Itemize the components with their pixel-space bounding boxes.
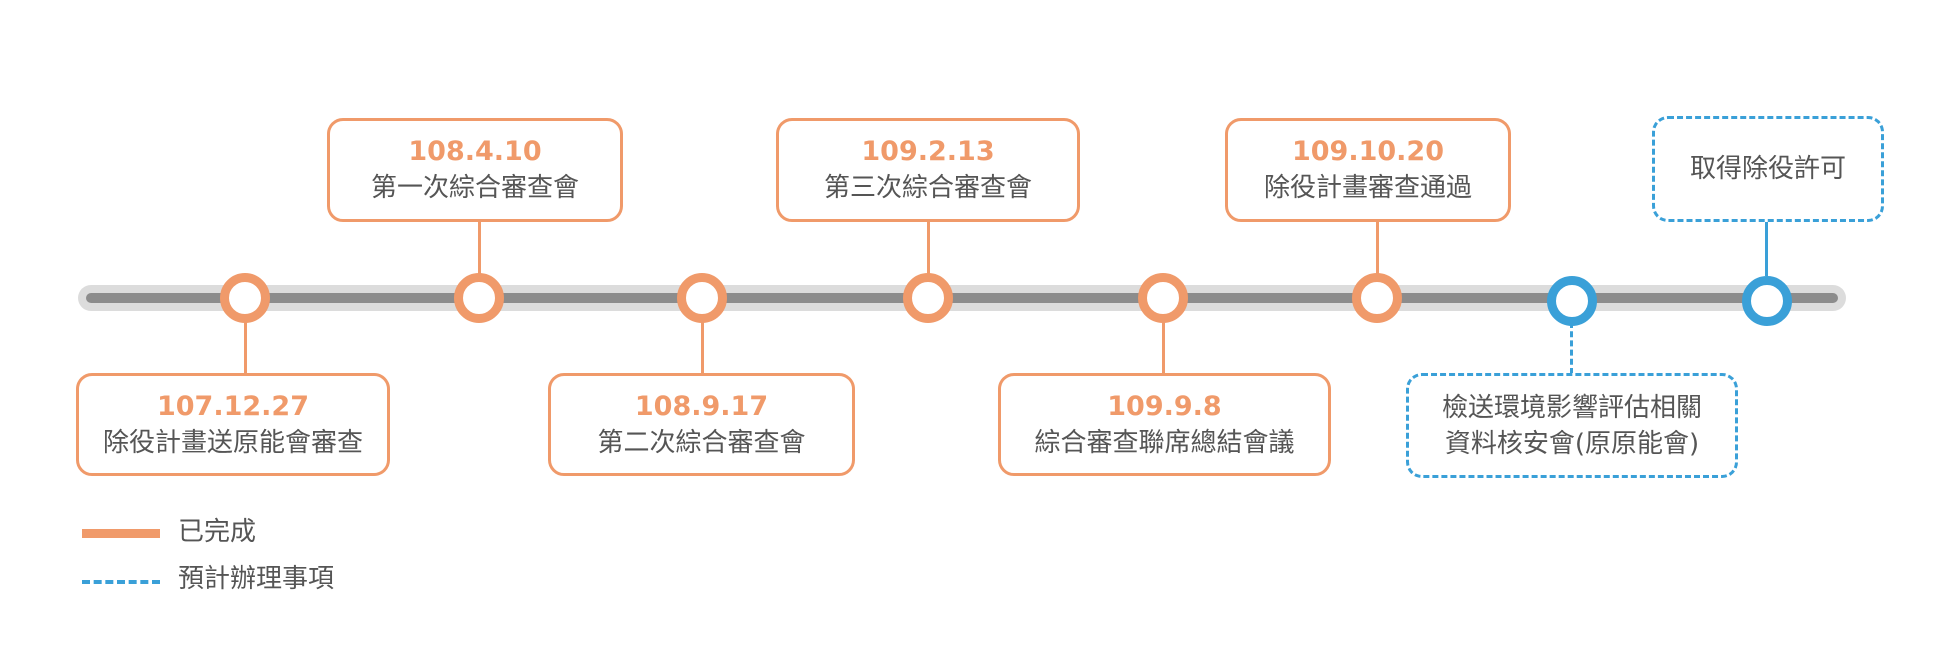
event-desc-4: 第三次綜合審查會	[823, 173, 1032, 203]
milestone-node-event-2	[454, 273, 504, 323]
event-date-2: 108.4.10	[408, 136, 542, 167]
event-card-5: 109.9.8 綜合審查聯席總結會議	[998, 373, 1331, 476]
event-desc-1: 除役計畫送原能會審查	[102, 427, 363, 458]
timeline-track	[86, 293, 1838, 303]
event-card-2: 108.4.10 第一次綜合審查會	[327, 118, 623, 222]
event-date-6: 109.10.20	[1291, 136, 1445, 167]
connector-event-3	[701, 322, 704, 374]
connector-planned-1	[1570, 322, 1573, 374]
connector-event-5	[1162, 322, 1165, 374]
event-desc-5: 綜合審查聯席總結會議	[1034, 427, 1295, 458]
connector-event-6	[1376, 220, 1379, 275]
event-card-3: 108.9.17 第二次綜合審查會	[548, 373, 855, 476]
milestone-node-event-4	[903, 273, 953, 323]
legend-label-planned: 預計辦理事項	[178, 564, 335, 594]
legend-swatch-planned	[82, 580, 160, 584]
planned-text-1a: 檢送環境影響評估相關	[1441, 392, 1702, 423]
milestone-node-event-3	[677, 273, 727, 323]
event-date-3: 108.9.17	[634, 390, 769, 422]
legend-label-done: 已完成	[178, 517, 257, 547]
connector-event-4	[927, 220, 930, 275]
event-desc-3: 第二次綜合審查會	[597, 427, 806, 458]
event-date-1: 107.12.27	[156, 390, 310, 422]
planned-text-1b: 資料核安會(原原能會)	[1444, 428, 1700, 459]
connector-event-1	[244, 322, 247, 374]
event-desc-2: 第一次綜合審查會	[370, 173, 579, 203]
event-card-6: 109.10.20 除役計畫審查通過	[1225, 118, 1511, 222]
event-date-4: 109.2.13	[861, 136, 995, 167]
event-card-1: 107.12.27 除役計畫送原能會審查	[76, 373, 390, 476]
legend-swatch-done	[82, 529, 160, 538]
planned-text-2: 取得除役許可	[1689, 154, 1846, 184]
planned-card-1: 檢送環境影響評估相關 資料核安會(原原能會)	[1406, 373, 1738, 478]
milestone-node-event-5	[1138, 273, 1188, 323]
connector-event-2	[478, 220, 481, 275]
milestone-node-planned-2	[1742, 276, 1792, 326]
milestone-node-event-1	[220, 273, 270, 323]
milestone-node-event-6	[1352, 273, 1402, 323]
connector-planned-2	[1765, 220, 1768, 276]
planned-card-2: 取得除役許可	[1652, 116, 1884, 222]
event-date-5: 109.9.8	[1107, 390, 1222, 422]
milestone-node-planned-1	[1547, 276, 1597, 326]
event-card-4: 109.2.13 第三次綜合審查會	[776, 118, 1080, 222]
event-desc-6: 除役計畫審查通過	[1263, 173, 1472, 203]
